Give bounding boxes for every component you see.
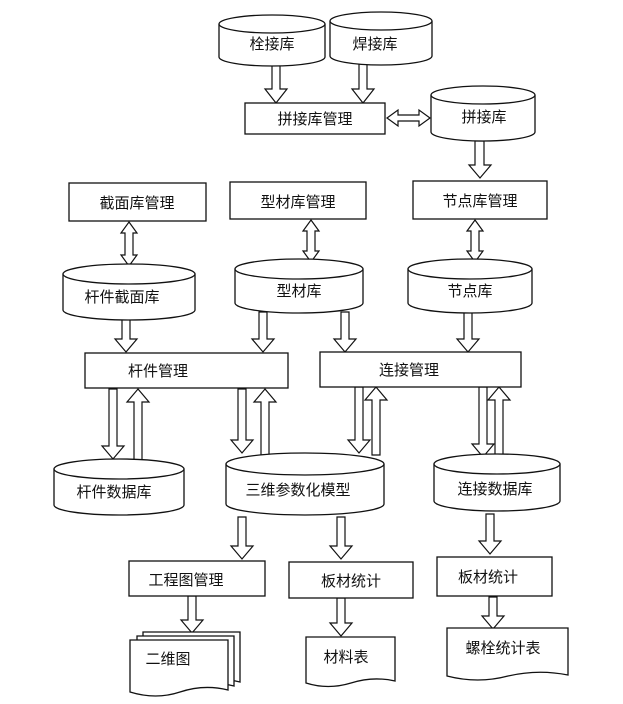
arrow-splice-mgmt-splice-lib (385, 108, 432, 128)
node-splice-lib: 拼接库 (430, 85, 536, 142)
node-profile-lib: 型材库 (234, 258, 364, 314)
arrow-profile-mgmt-profile-lib (301, 218, 321, 264)
label-node-lib: 节点库 (447, 282, 492, 300)
node-conn-db: 连接数据库 (433, 453, 561, 512)
node-material-table: 材料表 (305, 636, 396, 688)
node-weld-lib: 焊接库 (329, 11, 433, 66)
node-drawing-2d: 二维图 (129, 631, 241, 697)
label-node-mgmt: 节点库管理 (442, 192, 517, 210)
node-member-mgmt: 杆件管理 (84, 352, 289, 389)
node-drawing-mgmt: 工程图管理 (128, 560, 266, 597)
node-model-3d: 三维参数化模型 (225, 452, 385, 516)
arrows (100, 63, 512, 637)
label-drawing-mgmt: 工程图管理 (148, 571, 223, 589)
label-section-mgmt: 截面库管理 (99, 194, 174, 212)
node-bolt-table: 螺栓统计表 (446, 627, 569, 681)
arrow-profile-to-conn-mgmt (332, 311, 358, 353)
arrow-conn-db-to-plate-stats (477, 513, 503, 555)
node-node-mgmt: 节点库管理 (412, 180, 548, 220)
arrow-member-db-to-member-mgmt (125, 388, 151, 463)
label-weld-lib: 焊接库 (352, 35, 397, 53)
node-conn-mgmt: 连接管理 (319, 351, 522, 388)
node-member-section-lib: 杆件截面库 (62, 263, 196, 321)
arrow-model-to-drawing-mgmt (229, 516, 255, 560)
arrow-profile-to-member-mgmt (250, 311, 276, 353)
arrow-splice-lib-to-node-mgmt (467, 140, 493, 179)
label-profile-lib: 型材库 (276, 282, 321, 300)
label-member-db: 杆件数据库 (76, 483, 151, 501)
label-model-3d: 三维参数化模型 (245, 481, 350, 499)
node-plate-stats-a: 板材统计 (288, 561, 414, 599)
node-bolt-lib: 栓接库 (218, 14, 326, 67)
node-profile-mgmt: 型材库管理 (229, 181, 367, 220)
arrow-member-section-to-member-mgmt (113, 317, 139, 353)
arrow-weld-to-splice-mgmt (350, 63, 376, 104)
label-splice-mgmt: 拼接库管理 (277, 110, 352, 128)
arrow-drawing-mgmt-to-2d (179, 595, 205, 634)
label-plate-stats-b: 板材统计 (458, 568, 518, 586)
label-member-section-lib: 杆件截面库 (84, 288, 159, 306)
label-material-table: 材料表 (323, 648, 368, 666)
label-profile-mgmt: 型材库管理 (260, 193, 335, 211)
arrow-section-mgmt-member-section (119, 220, 139, 268)
label-bolt-lib: 栓接库 (249, 35, 294, 53)
label-drawing-2d: 二维图 (145, 650, 190, 668)
label-splice-lib: 拼接库 (461, 108, 506, 126)
label-member-mgmt: 杆件管理 (128, 362, 188, 380)
arrow-conn-mgmt-to-conn-db (470, 386, 496, 458)
arrow-model-to-plate-stats (328, 516, 354, 560)
node-node-lib: 节点库 (407, 258, 533, 314)
arrow-node-mgmt-node-lib (465, 218, 485, 264)
arrow-conn-mgmt-to-model (346, 386, 372, 454)
arrow-bolt-to-splice-mgmt (263, 63, 289, 104)
arrow-node-to-conn-mgmt (455, 311, 481, 353)
label-bolt-table: 螺栓统计表 (465, 639, 540, 657)
arrow-member-mgmt-to-member-db (100, 388, 126, 460)
arrow-plate-stats-to-bolt-table (480, 596, 506, 630)
arrow-model-to-member-mgmt (252, 388, 278, 456)
label-conn-mgmt: 连接管理 (379, 361, 439, 379)
node-plate-stats-b: 板材统计 (436, 556, 553, 597)
node-member-db: 杆件数据库 (53, 458, 185, 516)
arrow-model-to-conn-mgmt (363, 386, 389, 456)
node-section-mgmt: 截面库管理 (68, 182, 207, 222)
label-conn-db: 连接数据库 (457, 480, 532, 498)
node-splice-mgmt: 拼接库管理 (244, 102, 386, 135)
label-plate-stats-a: 板材统计 (321, 572, 381, 590)
arrow-plate-stats-to-material (328, 597, 354, 637)
arrow-member-mgmt-to-model (229, 388, 255, 454)
